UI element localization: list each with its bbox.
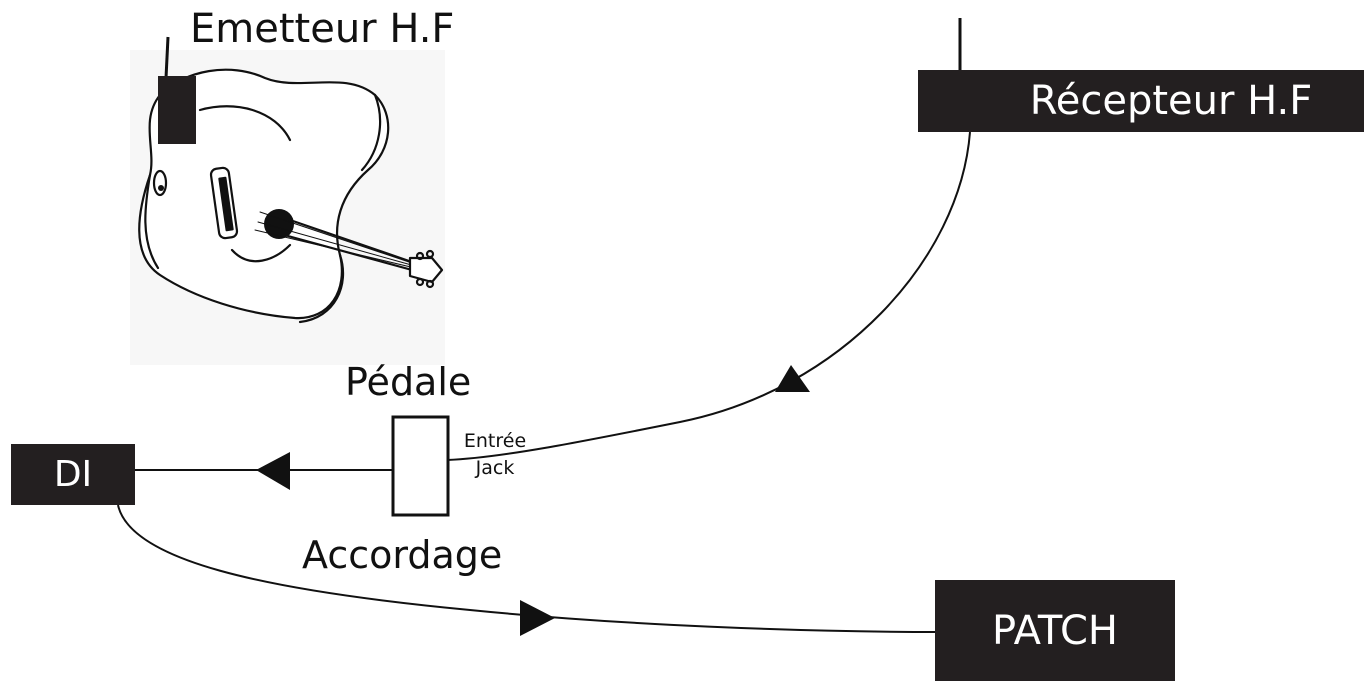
- di-box: DI: [11, 444, 135, 505]
- receiver-box: Récepteur H.F: [918, 70, 1364, 132]
- pedal-label: Pédale: [345, 360, 472, 404]
- patch-box: PATCH: [935, 580, 1175, 681]
- tuning-pedal-box: [391, 415, 450, 517]
- arrow-up-icon: [775, 365, 810, 392]
- transmitter-label: Emetteur H.F: [190, 6, 455, 52]
- input-label-line2: Jack: [475, 457, 515, 479]
- arrow-left-icon: [256, 452, 290, 490]
- cable-di-to-patch: [117, 504, 939, 633]
- di-label: DI: [53, 454, 93, 495]
- input-jack-label: Entrée Jack: [455, 428, 535, 482]
- input-label-line1: Entrée: [463, 430, 527, 452]
- transmitter-block: [158, 36, 196, 144]
- receiver-label: Récepteur H.F: [1029, 78, 1313, 124]
- tuning-label: Accordage: [302, 533, 503, 577]
- acoustic-guitar-icon: [130, 50, 445, 365]
- arrow-right-icon: [520, 600, 555, 636]
- patch-label: PATCH: [992, 607, 1118, 654]
- cable-receiver-to-pedal: [446, 131, 971, 461]
